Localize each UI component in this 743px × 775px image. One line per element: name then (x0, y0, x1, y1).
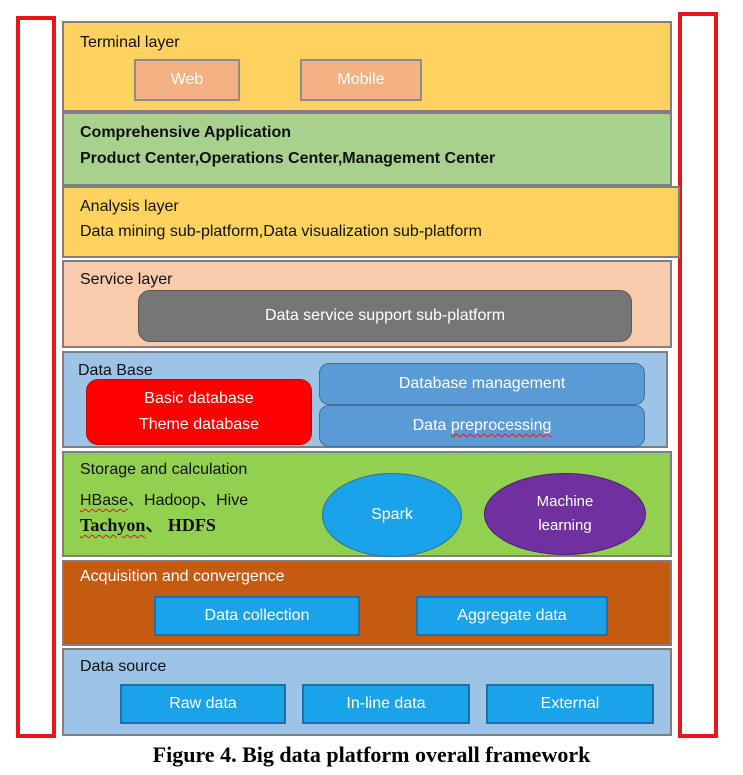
spark-circle: Spark (322, 473, 462, 557)
hbase-label: HBase (80, 492, 129, 509)
storage-layer: Storage and calculation HBase、Hadoop、Hiv… (62, 451, 672, 557)
hdfs-label: 、 HDFS (145, 515, 216, 535)
service-layer-title: Service layer (80, 271, 173, 288)
figure-caption: Figure 4. Big data platform overall fram… (152, 742, 591, 767)
left-side-bar (16, 16, 56, 738)
machine-learning-circle: Machine learning (484, 473, 646, 555)
storage-tech-line2: Tachyon、 HDFS (80, 511, 216, 537)
external-box: External (486, 684, 654, 724)
tachyon-label: Tachyon (80, 515, 146, 535)
mobile-box: Mobile (300, 59, 422, 101)
web-box: Web (134, 59, 240, 101)
hadoop-hive-label: 、Hadoop、Hive (128, 492, 249, 509)
analysis-layer: Analysis layer Data mining sub-platform,… (62, 186, 680, 258)
acquisition-layer-title: Acquisition and convergence (80, 568, 285, 585)
storage-layer-title: Storage and calculation (80, 461, 248, 478)
data-service-support-box: Data service support sub-platform (138, 290, 632, 342)
acquisition-layer: Acquisition and convergence Data collect… (62, 560, 672, 646)
analysis-sub-platforms: Data mining sub-platform,Data visualizat… (80, 223, 482, 240)
source-layer-title: Data source (80, 658, 167, 675)
data-preprocessing-box: Data preprocessing (319, 405, 645, 447)
source-layer: Data source Raw data In-line data Extern… (62, 648, 672, 736)
aggregate-data-box: Aggregate data (416, 596, 608, 636)
raw-data-box: Raw data (120, 684, 286, 724)
database-layer-title: Data Base (78, 362, 153, 379)
analysis-layer-title: Analysis layer (80, 198, 179, 215)
machine-label: Machine (536, 493, 594, 510)
service-layer: Service layer Data service support sub-p… (62, 260, 672, 348)
in-line-data-box: In-line data (302, 684, 470, 724)
data-preprocessing-word1: Data (412, 417, 451, 434)
terminal-layer-title: Terminal layer (80, 34, 180, 51)
application-title: Comprehensive Application (80, 124, 291, 141)
database-management-box: Database management (319, 363, 645, 405)
database-layer: Data Base Basic database Theme database … (62, 351, 668, 448)
theme-database-label: Theme database (138, 416, 260, 433)
data-preprocessing-word2: preprocessing (450, 417, 552, 434)
basic-theme-database-box: Basic database Theme database (86, 379, 312, 445)
learning-label: learning (538, 517, 592, 534)
basic-database-label: Basic database (144, 390, 254, 407)
terminal-layer: Terminal layer Web Mobile (62, 21, 672, 112)
application-layer: Comprehensive Application Product Center… (62, 112, 672, 186)
storage-tech-line1: HBase、Hadoop、Hive (80, 486, 248, 510)
right-side-bar (678, 12, 718, 738)
data-collection-box: Data collection (154, 596, 360, 636)
application-centers: Product Center,Operations Center,Managem… (80, 150, 496, 167)
